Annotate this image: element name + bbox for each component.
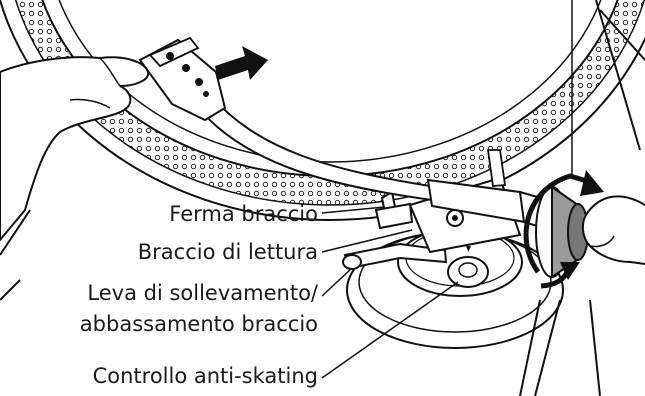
- label-arm-rest: Ferma braccio: [169, 202, 318, 226]
- label-lift-lever-line2: abbassamento braccio: [80, 312, 318, 336]
- label-anti-skating: Controllo anti-skating: [93, 364, 318, 388]
- label-tonearm: Braccio di lettura: [138, 240, 318, 264]
- label-lift-lever-line1: Leva di sollevamento/: [87, 281, 319, 305]
